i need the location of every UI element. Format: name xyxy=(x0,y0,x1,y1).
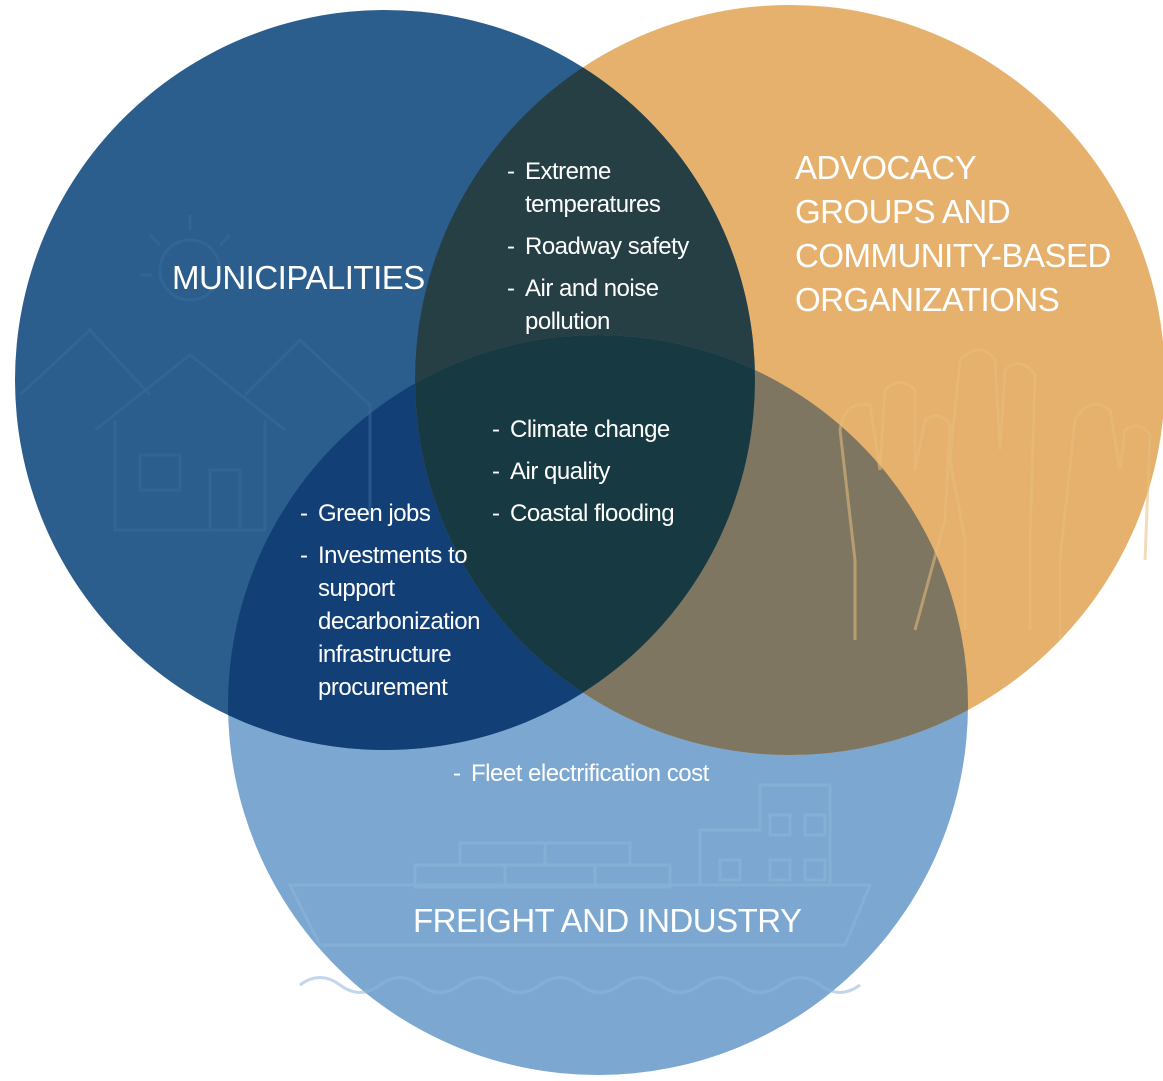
advocacy-title: ADVOCACY GROUPS AND COMMUNITY-BASED ORGA… xyxy=(795,146,1111,322)
list-item: Air quality xyxy=(492,455,732,488)
municipalities-title-line: MUNICIPALITIES xyxy=(172,259,425,296)
freight-title: FREIGHT AND INDUSTRY xyxy=(413,899,802,943)
freight-title-line: FREIGHT AND INDUSTRY xyxy=(413,902,802,939)
center-list: Climate change Air quality Coastal flood… xyxy=(492,413,732,539)
advocacy-title-line: COMMUNITY-BASED xyxy=(795,237,1111,274)
advocacy-title-line: ADVOCACY xyxy=(795,149,977,186)
municipalities-title: MUNICIPALITIES xyxy=(172,256,425,300)
list-item: Air and noise pollution xyxy=(507,272,727,338)
list-item: Roadway safety xyxy=(507,230,727,263)
cargo-ship-icon xyxy=(287,783,873,994)
list-item: Fleet electrification cost xyxy=(453,757,773,790)
advocacy-title-line: GROUPS AND xyxy=(795,193,1011,230)
list-item: Coastal flooding xyxy=(492,497,732,530)
list-item: Climate change xyxy=(492,413,732,446)
list-item: Extreme temperatures xyxy=(507,155,727,221)
list-item: Investments to support decarbonization i… xyxy=(300,539,515,704)
house-sun-icon xyxy=(18,215,372,532)
municipalities-freight-list: Green jobs Investments to support decarb… xyxy=(300,497,515,713)
raised-hands-icon xyxy=(838,348,1152,640)
municipalities-advocacy-list: Extreme temperatures Roadway safety Air … xyxy=(507,155,727,347)
list-item: Green jobs xyxy=(300,497,515,530)
freight-list: Fleet electrification cost xyxy=(453,757,773,799)
advocacy-title-line: ORGANIZATIONS xyxy=(795,281,1060,318)
